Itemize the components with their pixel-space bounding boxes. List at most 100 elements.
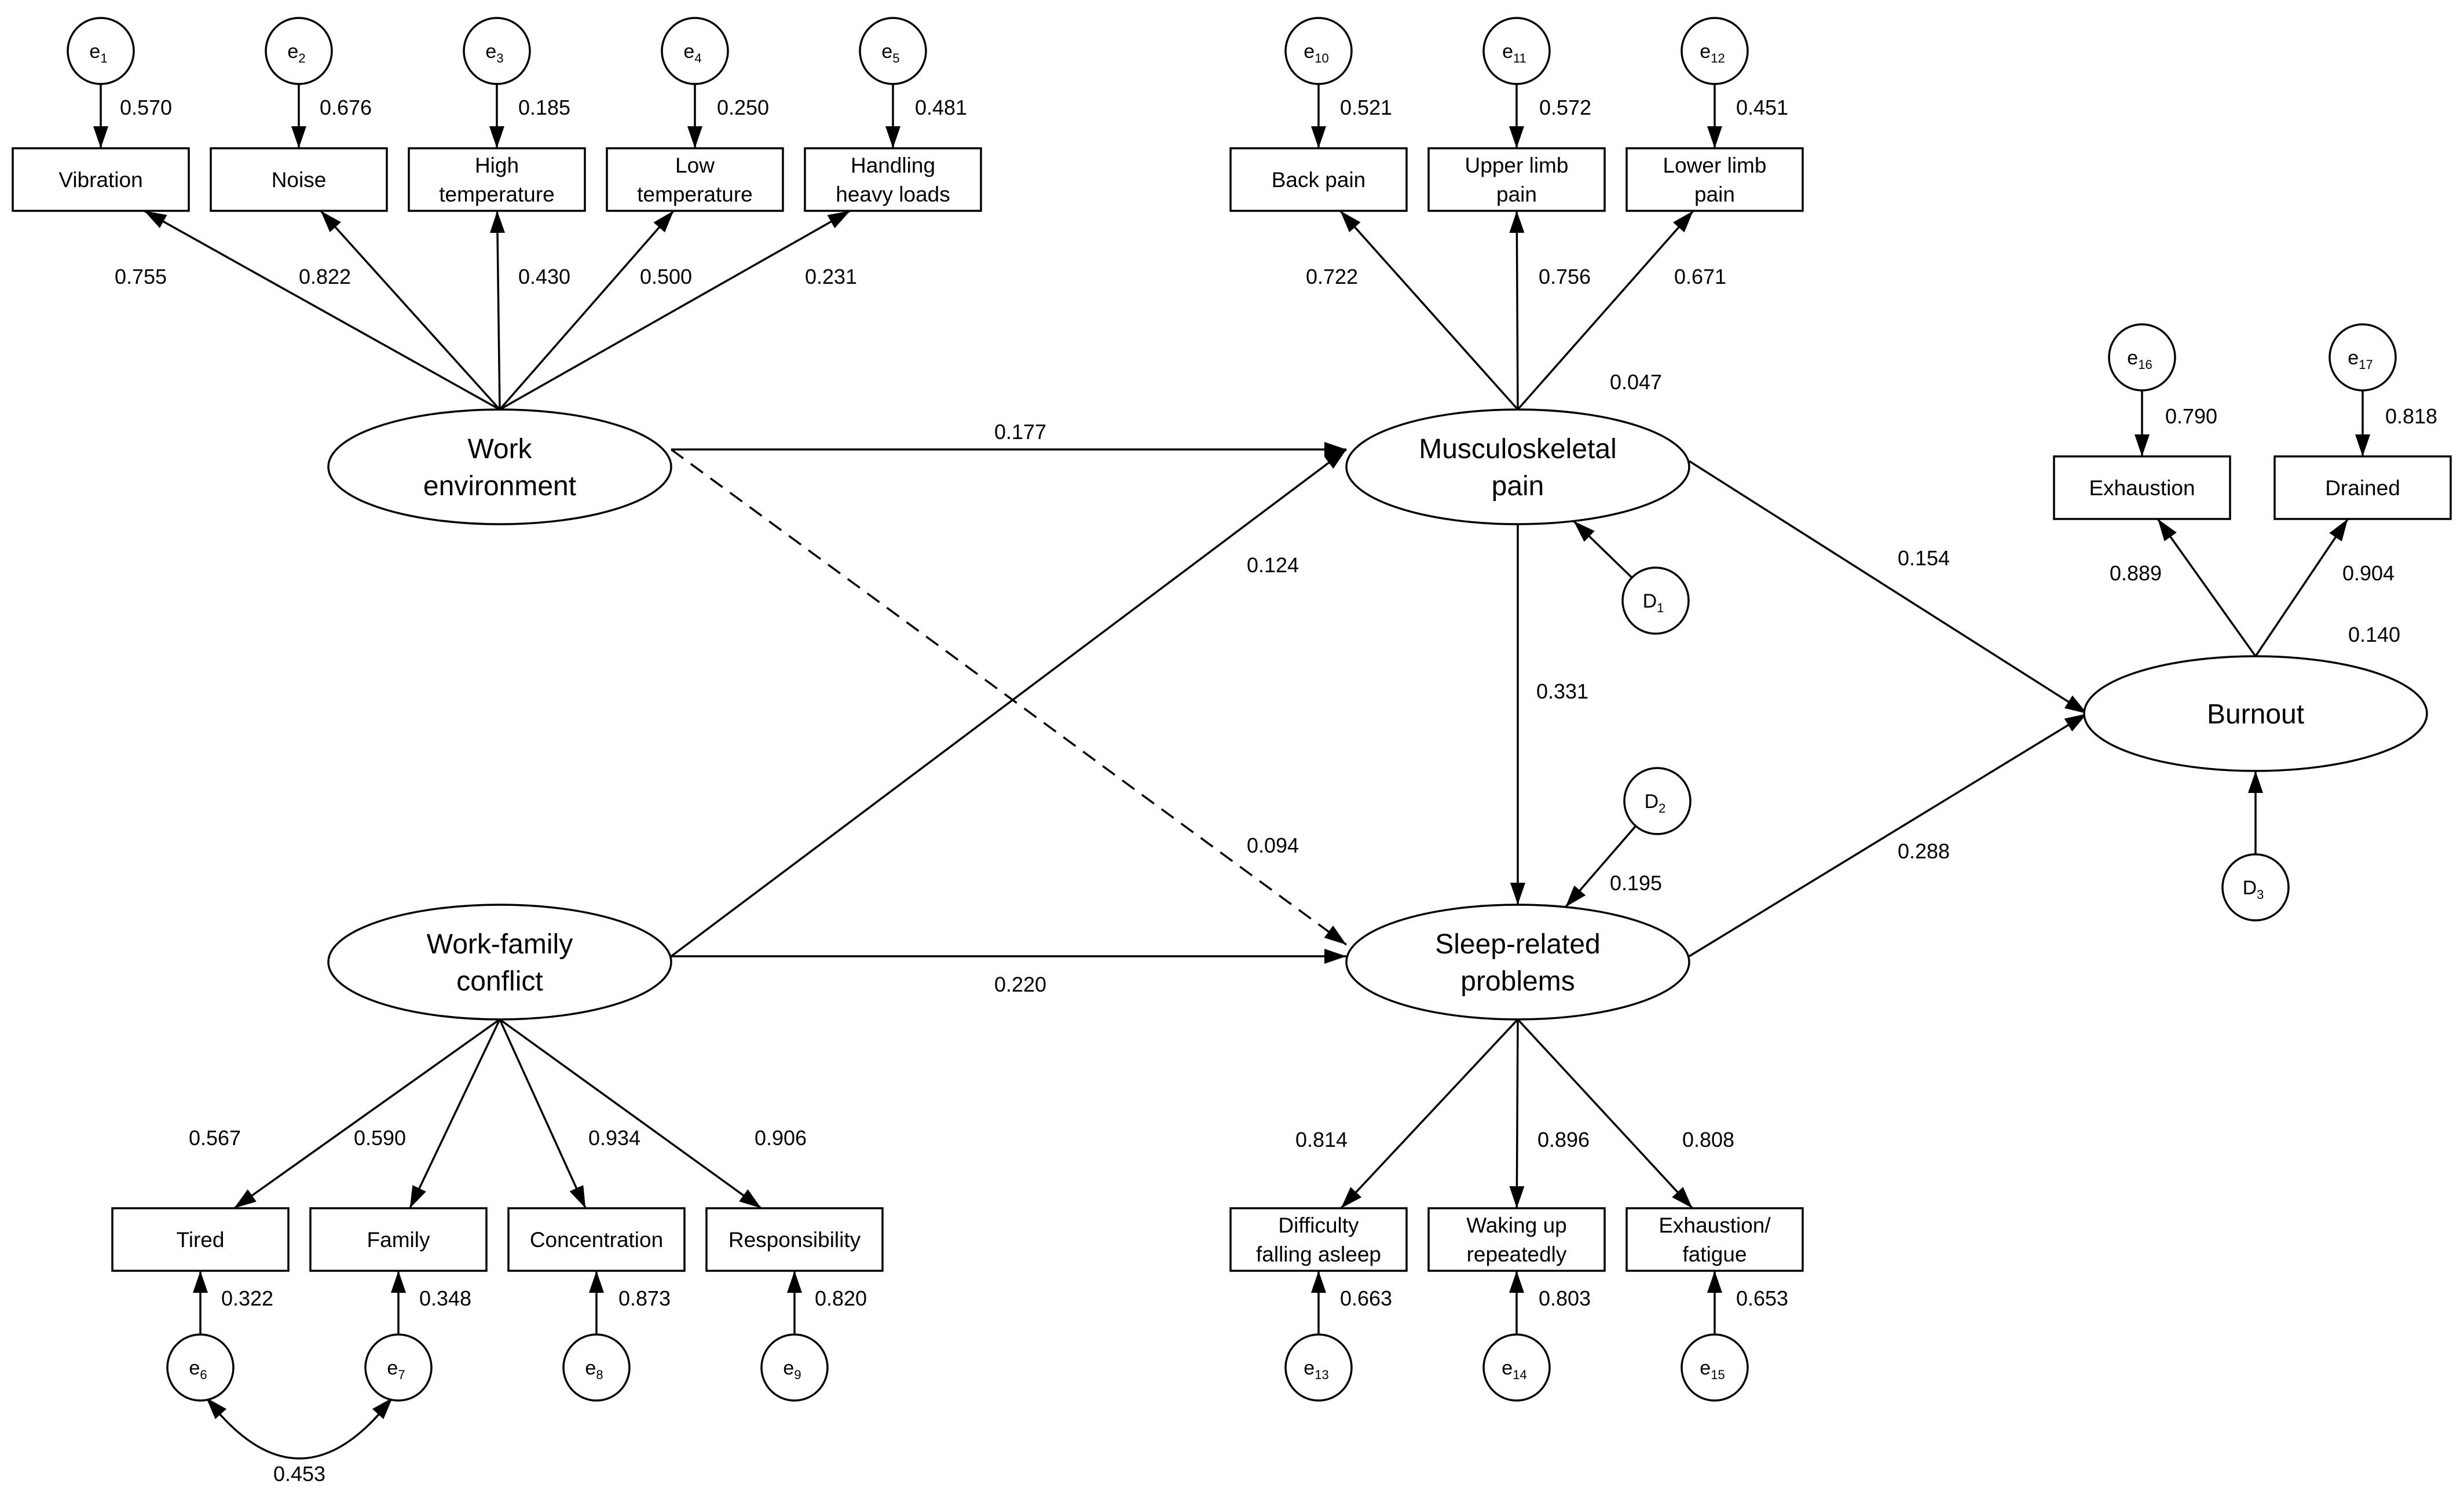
observed-label: Lower limb xyxy=(1663,153,1767,177)
coefficient-e3-high-temperature: 0.185 xyxy=(518,96,570,119)
latent-label: Burnout xyxy=(2207,699,2304,730)
coefficient-sleep-burnout: 0.288 xyxy=(1898,839,1950,863)
coefficient-wfc-family: 0.590 xyxy=(354,1126,406,1150)
observed-concentration: Concentration xyxy=(507,1207,686,1272)
path-e3-high-temperature-arrowhead xyxy=(489,126,504,148)
coefficient-e13-difficulty: 0.663 xyxy=(1340,1286,1392,1310)
path-burnout-exhaustion xyxy=(2157,518,2257,657)
error-term-label: e6 xyxy=(189,1357,207,1382)
error-term-e3: e3 xyxy=(463,17,531,85)
error-term-label: D3 xyxy=(2243,877,2264,902)
covariance-end-arrowhead xyxy=(372,1398,393,1419)
path-sleep-burnout-arrowhead xyxy=(2064,714,2087,732)
coefficient-e7-family: 0.348 xyxy=(419,1286,471,1310)
path-d3-burnout-arrowhead xyxy=(2248,771,2263,793)
error-term-label: e10 xyxy=(1304,41,1328,65)
path-sleep-burnout xyxy=(1689,712,2088,957)
r-squared-sleep-related-problems: 0.195 xyxy=(1610,871,1662,895)
path-e15-exhaustion-fatigue-arrowhead xyxy=(1707,1271,1722,1293)
path-wfc-responsibility-arrowhead xyxy=(739,1189,761,1208)
path-workenv-noise xyxy=(320,210,501,411)
path-e17-drained-arrowhead xyxy=(2355,434,2370,456)
path-e9-responsibility-arrowhead xyxy=(787,1271,802,1293)
path-wfc-family-arrowhead xyxy=(409,1185,426,1208)
error-term-label: e13 xyxy=(1304,1357,1328,1382)
path-workenv-high-temperature xyxy=(496,210,501,410)
error-term-e7: e7 xyxy=(364,1333,433,1402)
path-workenv-handling-heavy-loads xyxy=(499,210,851,411)
coefficient-msk-back-pain: 0.722 xyxy=(1306,265,1358,288)
coefficient-msk-lower-limb-pain: 0.671 xyxy=(1674,265,1726,288)
path-d1-msk-arrowhead xyxy=(1573,521,1595,542)
coefficient-e1-vibration: 0.570 xyxy=(120,96,172,119)
observed-label: Exhaustion xyxy=(2089,476,2195,500)
path-workenv-sleep xyxy=(670,448,1348,946)
path-e5-handling-heavy-loads-arrowhead xyxy=(885,126,900,148)
coefficient-workenv-sleep: 0.094 xyxy=(1247,833,1299,857)
observed-label: falling asleep xyxy=(1256,1242,1381,1266)
error-term-e10: e10 xyxy=(1284,17,1353,85)
observed-label: pain xyxy=(1694,182,1735,206)
error-term-e9: e9 xyxy=(760,1333,829,1402)
path-e4-low-temperature-arrowhead xyxy=(687,126,702,148)
coefficient-workenv-noise: 0.822 xyxy=(299,265,351,288)
observed-label: Vibration xyxy=(58,168,142,192)
error-term-label: e17 xyxy=(2348,347,2373,372)
path-workenv-noise-arrowhead xyxy=(320,211,341,232)
path-sleep-difficulty-arrowhead xyxy=(1341,1187,1362,1208)
path-workenv-sleep-arrowhead xyxy=(1324,926,1346,945)
coefficient-e17-drained: 0.818 xyxy=(2385,404,2437,428)
observed-label: fatigue xyxy=(1682,1242,1747,1266)
coefficient-e10-back-pain: 0.521 xyxy=(1340,96,1392,119)
path-e16-exhaustion-arrowhead xyxy=(2135,434,2150,456)
observed-label: heavy loads xyxy=(836,182,950,206)
error-term-d3: D3 xyxy=(2221,853,2290,922)
path-wfc-responsibility xyxy=(499,1018,762,1209)
error-term-e1: e1 xyxy=(67,17,135,85)
error-term-label: e12 xyxy=(1700,41,1725,65)
path-burnout-drained xyxy=(2254,518,2349,657)
latent-burnout: Burnout xyxy=(2083,655,2428,772)
path-e1-vibration-arrowhead xyxy=(93,126,108,148)
path-workenv-high-temperature-arrowhead xyxy=(490,211,506,233)
path-msk-back-pain xyxy=(1339,210,1519,411)
path-e8-concentration-arrowhead xyxy=(589,1271,604,1293)
observed-label: Upper limb xyxy=(1465,153,1569,177)
path-e14-waking-arrowhead xyxy=(1509,1271,1524,1293)
observed-label: Low xyxy=(675,153,715,177)
observed-label: Responsibility xyxy=(728,1228,861,1252)
observed-label: Tired xyxy=(177,1228,225,1252)
path-msk-upper-limb-pain xyxy=(1515,210,1519,410)
coefficient-msk-sleep: 0.331 xyxy=(1536,679,1588,703)
error-term-d1: D1 xyxy=(1621,566,1690,635)
error-term-label: e14 xyxy=(1502,1357,1526,1382)
error-term-e6: e6 xyxy=(166,1333,235,1402)
observed-noise: Noise xyxy=(210,147,388,212)
coefficient-workenv-low-temperature: 0.500 xyxy=(640,265,692,288)
observed-label: Noise xyxy=(272,168,327,192)
latent-label: environment xyxy=(423,471,576,502)
path-wfc-concentration xyxy=(499,1019,587,1209)
observed-family: Family xyxy=(309,1207,488,1272)
coefficient-burnout-drained: 0.904 xyxy=(2342,561,2395,585)
observed-label: Waking up xyxy=(1466,1213,1566,1237)
observed-label: Drained xyxy=(2325,476,2400,500)
error-term-e11: e11 xyxy=(1482,17,1551,85)
path-burnout-drained-arrowhead xyxy=(2329,519,2348,542)
coefficient-e9-responsibility: 0.820 xyxy=(815,1286,867,1310)
path-sleep-exhaustion-fatigue-arrowhead xyxy=(1672,1187,1693,1208)
path-msk-sleep-arrowhead xyxy=(1510,883,1525,905)
covariance-e6-e7-covariance xyxy=(205,1396,394,1460)
coefficient-e15-exhaustion-fatigue: 0.653 xyxy=(1736,1286,1788,1310)
coefficient-wfc-msk: 0.124 xyxy=(1247,553,1299,577)
error-term-e2: e2 xyxy=(265,17,333,85)
path-e13-difficulty-arrowhead xyxy=(1311,1271,1326,1293)
coefficient-e12-lower-limb-pain: 0.451 xyxy=(1736,96,1788,119)
